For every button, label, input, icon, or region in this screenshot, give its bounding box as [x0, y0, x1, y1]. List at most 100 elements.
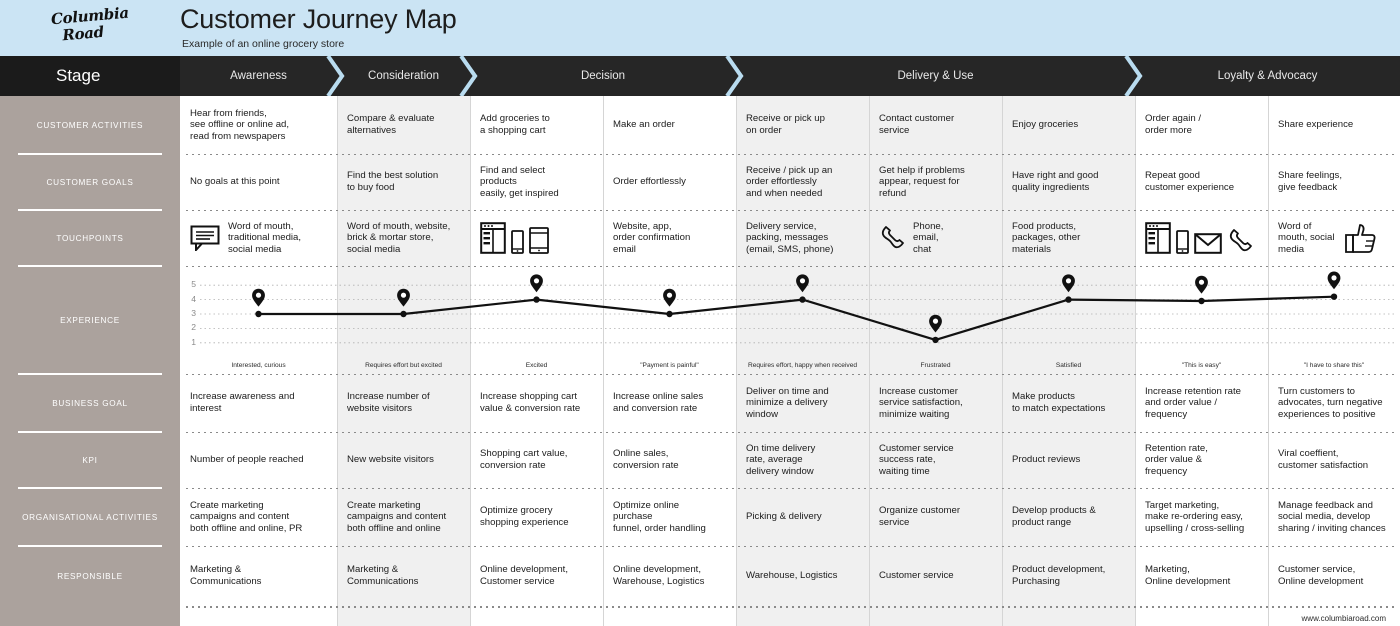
cell-text: Customer service, Online development — [1278, 564, 1364, 587]
cell-text: Target marketing, make re-ordering easy,… — [1145, 499, 1245, 534]
stage-header-label: Awareness — [230, 70, 287, 82]
column-band — [1002, 96, 1135, 626]
cell-organisational-activities: Manage feedback and social media, develo… — [1268, 488, 1400, 546]
cell-text: Product reviews — [1012, 454, 1081, 466]
stage-chevron-row: Awareness Consideration Decision Delivery &… — [180, 56, 1400, 96]
cell-text: Hear from friends, see offline or online… — [190, 107, 290, 142]
cell-text: Customer service — [879, 570, 954, 582]
cell-business-goal: Increase awareness and interest — [180, 374, 337, 432]
stage-header-label: Loyalty & Advocacy — [1217, 70, 1318, 82]
cell-responsible: Online development, Warehouse, Logistics — [603, 546, 736, 606]
chart-point-label: Excited — [525, 362, 548, 369]
stage-header-awareness[interactable]: Awareness — [180, 56, 337, 96]
cell-text: Increase customer service satisfaction, … — [879, 385, 963, 420]
touchpoint-icon-group — [879, 225, 905, 251]
cell-text: Phone, email, chat — [913, 220, 944, 255]
cell-text: Website, app, order confirmation email — [613, 220, 691, 255]
touchpoint-icon-group — [190, 225, 220, 251]
cell-organisational-activities: Picking & delivery — [736, 488, 869, 546]
stage-header-label: Decision — [580, 70, 626, 82]
stage-header-delivery-use[interactable]: Delivery & Use — [736, 56, 1135, 96]
cell-organisational-activities: Target marketing, make re-ordering easy,… — [1135, 488, 1268, 546]
cell-text: Find and select products easily, get ins… — [480, 164, 559, 199]
journey-grid: Hear from friends, see offline or online… — [180, 96, 1400, 626]
cell-text: Viral coeffient, customer satisfaction — [1278, 448, 1369, 471]
cell-touchpoints: Website, app, order confirmation email — [603, 210, 736, 266]
sidebar-item-label: CUSTOMER GOALS — [46, 177, 134, 187]
cell-text: Manage feedback and social media, develo… — [1278, 499, 1386, 534]
column-divider — [1268, 96, 1269, 626]
cell-customer-goals: Order effortlessly — [603, 154, 736, 210]
cell-text: Create marketing campaigns and content b… — [347, 499, 447, 534]
stage-header-consideration[interactable]: Consideration — [337, 56, 470, 96]
cell-text: Repeat good customer experience — [1145, 170, 1235, 193]
stage-header-loyalty-advocacy[interactable]: Loyalty & Advocacy — [1135, 56, 1400, 96]
columbia-road-logo: Columbia Road — [50, 4, 129, 53]
touchpoint-content — [480, 222, 557, 254]
row-divider — [186, 432, 1394, 433]
footer-url: www.columbiaroad.com — [1301, 614, 1386, 623]
cell-text: Word of mouth, traditional media, social… — [228, 220, 302, 255]
column-band — [470, 96, 603, 626]
cell-text: On time delivery rate, average delivery … — [746, 442, 816, 477]
cell-business-goal: Increase customer service satisfaction, … — [869, 374, 1002, 432]
chart-point-label: "Payment is painful" — [640, 362, 699, 369]
cell-customer-goals: Find the best solution to buy food — [337, 154, 470, 210]
cell-touchpoints — [1135, 210, 1268, 266]
cell-text: Customer service success rate, waiting t… — [879, 442, 954, 477]
touchpoint-content: Phone, email, chat — [879, 221, 943, 256]
cell-text: Marketing, Online development — [1145, 564, 1231, 587]
cell-touchpoints: Food products, packages, other materials — [1002, 210, 1135, 266]
cell-customer-goals: Repeat good customer experience — [1135, 154, 1268, 210]
column-divider — [869, 96, 870, 626]
cell-text: Organize customer service — [879, 505, 961, 528]
touchpoint-content: Word of mouth, social media — [1278, 221, 1377, 256]
row-divider — [186, 606, 1394, 607]
envelope-icon — [1194, 233, 1222, 254]
sidebar-item-touchpoints[interactable]: TOUCHPOINTS — [0, 210, 180, 266]
cell-text: Compare & evaluate alternatives — [347, 113, 435, 136]
row-divider — [186, 266, 1394, 267]
touchpoint-content — [1145, 222, 1261, 254]
cell-customer-activities: Share experience — [1268, 96, 1400, 154]
cell-text: Enjoy groceries — [1012, 119, 1079, 131]
sidebar-item-customer-activities[interactable]: CUSTOMER ACTIVITIES — [0, 96, 180, 154]
cell-responsible: Marketing & Communications — [337, 546, 470, 606]
sidebar-item-business-goal[interactable]: BUSINESS GOAL — [0, 374, 180, 432]
sidebar-divider — [18, 431, 162, 433]
cell-text: New website visitors — [347, 454, 434, 466]
cell-customer-activities: Compare & evaluate alternatives — [337, 96, 470, 154]
touchpoint-content: Word of mouth, traditional media, social… — [190, 221, 301, 256]
page-title: Customer Journey Map — [180, 4, 457, 34]
sidebar-item-kpi[interactable]: KPI — [0, 432, 180, 488]
cell-kpi: Shopping cart value, conversion rate — [470, 432, 603, 488]
stage-header-decision[interactable]: Decision — [470, 56, 736, 96]
sidebar-item-customer-goals[interactable]: CUSTOMER GOALS — [0, 154, 180, 210]
column-band — [869, 96, 1002, 626]
cell-kpi: Number of people reached — [180, 432, 337, 488]
cell-text: Warehouse, Logistics — [746, 570, 838, 582]
stage-bar-title: Stage — [0, 56, 180, 96]
sidebar-item-organisational-activities[interactable]: ORGANISATIONAL ACTIVITIES — [0, 488, 180, 546]
sidebar-divider — [18, 373, 162, 375]
browser-window-icon — [480, 222, 506, 254]
cell-business-goal: Make products to match expectations — [1002, 374, 1135, 432]
cell-text: Find the best solution to buy food — [347, 170, 439, 193]
cell-text: Contact customer service — [879, 113, 955, 136]
cell-text: Picking & delivery — [746, 511, 822, 523]
browser-window-icon — [1145, 222, 1171, 254]
thumbs-up-icon — [1343, 223, 1377, 253]
cell-text: Product development, Purchasing — [1012, 564, 1106, 587]
cell-responsible: Product development, Purchasing — [1002, 546, 1135, 606]
sidebar-item-label: CUSTOMER ACTIVITIES — [36, 120, 144, 130]
cell-responsible: Customer service, Online development — [1268, 546, 1400, 606]
cell-text: Make products to match expectations — [1012, 391, 1106, 414]
cell-kpi: Online sales, conversion rate — [603, 432, 736, 488]
cell-text: Increase online sales and conversion rat… — [613, 391, 704, 414]
cell-customer-activities: Receive or pick up on order — [736, 96, 869, 154]
sidebar-item-responsible[interactable]: RESPONSIBLE — [0, 546, 180, 606]
cell-customer-activities: Enjoy groceries — [1002, 96, 1135, 154]
page-subtitle: Example of an online grocery store — [182, 38, 345, 50]
sidebar-item-experience[interactable]: EXPERIENCE — [0, 266, 180, 374]
